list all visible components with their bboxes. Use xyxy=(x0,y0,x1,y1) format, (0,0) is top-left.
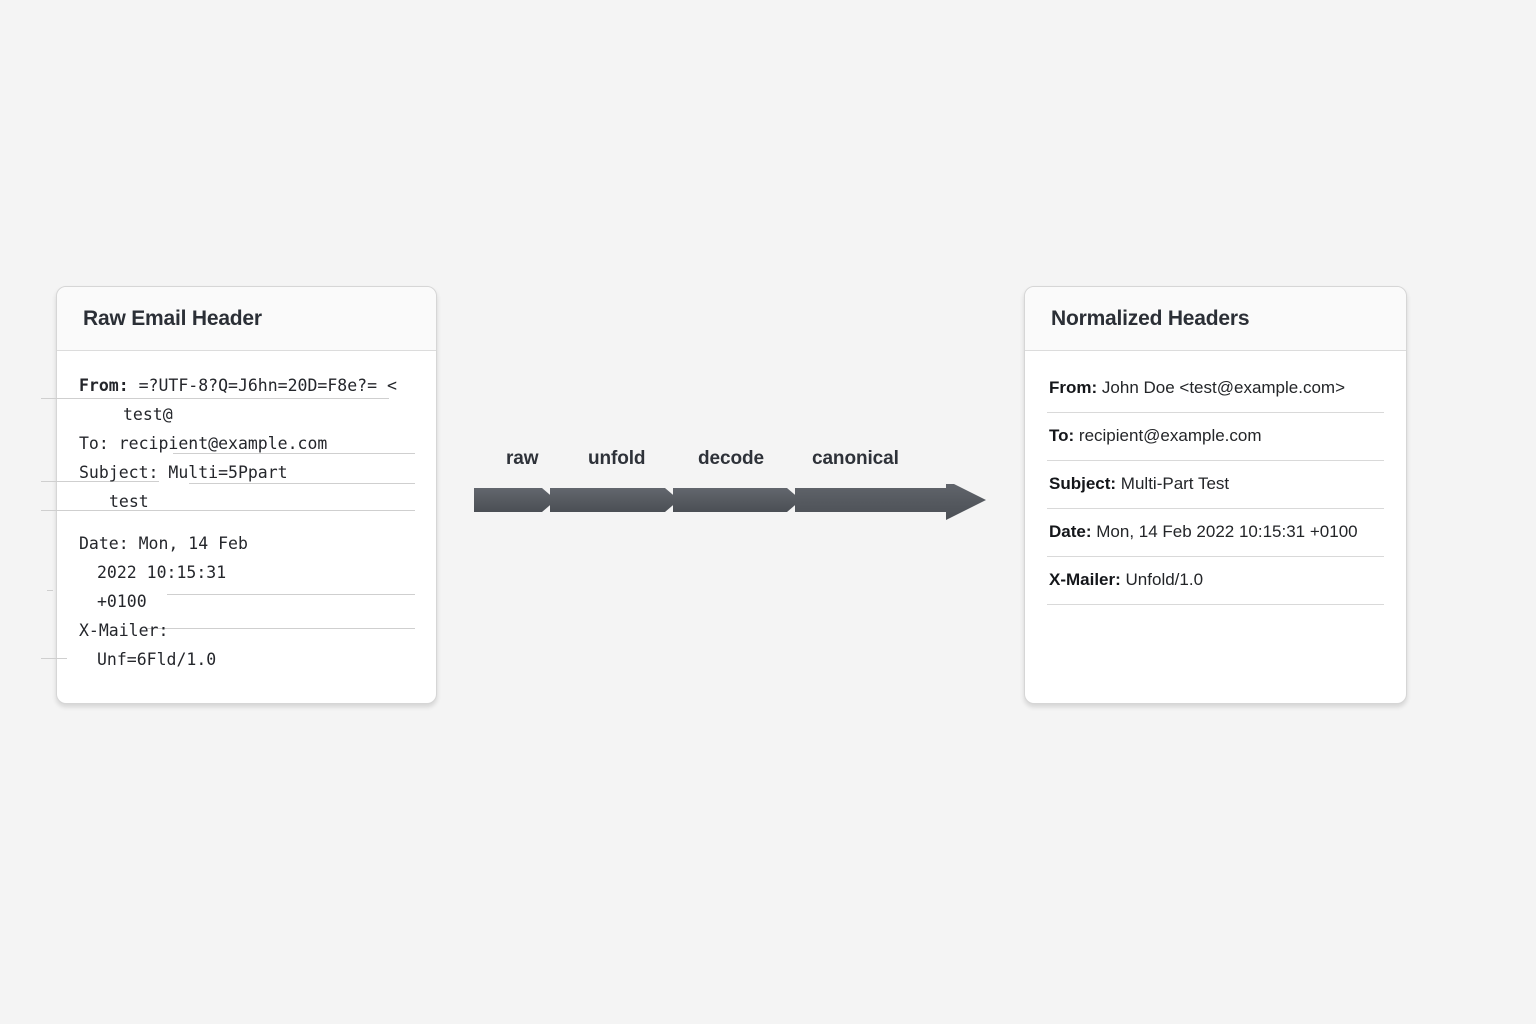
raw-line-date: Date: Mon, 14 Feb xyxy=(79,534,248,553)
raw-line-from: From: =?UTF-8?Q=J6hn=20D=F8e?= < xyxy=(79,371,414,400)
raw-line-from-value: =?UTF-8?Q=J6hn=20D=F8e?= < xyxy=(128,376,397,395)
normalized-row-date: Date: Mon, 14 Feb 2022 10:15:31 +0100 xyxy=(1047,509,1384,557)
normalized-row-subject: Subject: Multi-Part Test xyxy=(1047,461,1384,509)
raw-divider-8 xyxy=(147,628,415,629)
pipeline-labels: raw unfold decode canonical xyxy=(470,448,990,482)
raw-line-subject: Subject: Multi=5Ppart xyxy=(79,463,288,482)
normalized-row-from: From: John Doe <test@example.com> xyxy=(1047,365,1384,413)
raw-card-title: Raw Email Header xyxy=(83,306,262,330)
normalized-row-date-key: Date: xyxy=(1049,522,1092,541)
normalized-row-date-value: Mon, 14 Feb 2022 10:15:31 +0100 xyxy=(1096,522,1358,541)
raw-divider-4 xyxy=(189,483,415,484)
normalized-headers-card: Normalized Headers From: John Doe <test@… xyxy=(1024,286,1407,704)
normalized-card-header: Normalized Headers xyxy=(1025,287,1406,351)
normalized-row-xmailer: X-Mailer: Unfold/1.0 xyxy=(1047,557,1384,605)
raw-line-date-cont-2: +0100 xyxy=(97,592,147,611)
pipeline-arrow-icon xyxy=(474,484,986,520)
pipeline-stage-unfold: unfold xyxy=(588,448,646,469)
pipeline-stage-raw: raw xyxy=(506,448,539,469)
normalized-row-xmailer-key: X-Mailer: xyxy=(1049,570,1121,589)
raw-line-from-key: From: xyxy=(79,376,129,395)
raw-card-header: Raw Email Header xyxy=(57,287,436,351)
raw-divider-6 xyxy=(167,594,415,595)
raw-divider-1 xyxy=(41,398,389,399)
normalized-row-from-key: From: xyxy=(1049,378,1098,397)
raw-divider-7 xyxy=(47,590,53,591)
raw-card-body: From: =?UTF-8?Q=J6hn=20D=F8e?= < test@ T… xyxy=(41,351,436,703)
pipeline-stage-canonical: canonical xyxy=(812,448,899,469)
normalized-row-xmailer-value: Unfold/1.0 xyxy=(1125,570,1204,589)
raw-spacer xyxy=(79,516,414,529)
raw-divider-5 xyxy=(41,510,415,511)
raw-line-xmailer: X-Mailer: xyxy=(79,621,169,640)
normalized-row-to: To: recipient@example.com xyxy=(1047,413,1384,461)
pipeline-stage-decode: decode xyxy=(698,448,764,469)
normalized-row-from-value: John Doe <test@example.com> xyxy=(1101,378,1346,397)
raw-divider-2 xyxy=(173,453,415,454)
raw-email-header-card: Raw Email Header From: =?UTF-8?Q=J6hn=20… xyxy=(41,286,437,704)
normalized-card-title: Normalized Headers xyxy=(1051,306,1250,330)
raw-line-from-cont: test@ xyxy=(123,405,173,424)
normalized-row-to-value: recipient@example.com xyxy=(1078,426,1262,445)
raw-line-subject-cont: test xyxy=(109,492,149,511)
raw-line-xmailer-cont: Unf=6Fld/1.0 xyxy=(97,650,217,669)
normalization-pipeline: raw unfold decode canonical xyxy=(470,448,990,528)
normalized-card-body: From: John Doe <test@example.com> To: re… xyxy=(1025,351,1406,703)
normalized-row-to-key: To: xyxy=(1049,426,1075,445)
raw-divider-9 xyxy=(41,658,67,659)
raw-line-to: To: recipient@example.com xyxy=(79,434,328,453)
normalized-row-subject-key: Subject: xyxy=(1049,474,1117,493)
raw-line-date-cont-1: 2022 10:15:31 xyxy=(97,563,227,582)
raw-divider-3 xyxy=(41,481,159,482)
normalized-row-subject-value: Multi-Part Test xyxy=(1120,474,1230,493)
